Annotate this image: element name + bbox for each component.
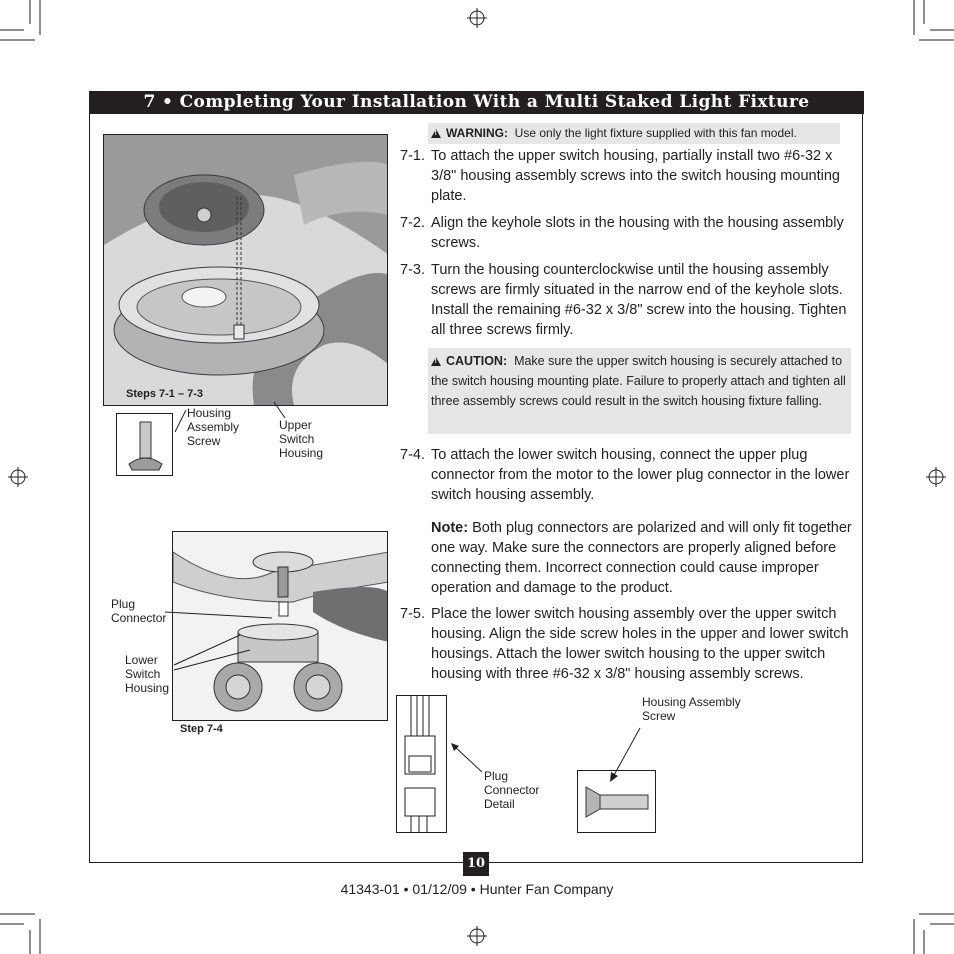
step-text: Place the lower switch housing assembly …: [431, 606, 849, 682]
caution-icon: [431, 357, 441, 366]
lower-switch-label: Lower Switch Housing: [125, 653, 170, 695]
upper-switch-housing-illustration: [104, 135, 387, 405]
warning-label: WARNING:: [446, 126, 508, 140]
plug-connector-label: Plug Connector: [111, 597, 167, 625]
figure-2-caption: Step 7-4: [180, 723, 223, 735]
figure-2-leader-lines: [164, 611, 273, 671]
step-number: 7-1.: [400, 148, 425, 164]
step-number: 7-3.: [400, 262, 425, 278]
plug-connector-icon: [404, 696, 436, 832]
step-7-2: 7-2. Align the keyhole slots in the hous…: [400, 213, 855, 253]
housing-screw-side-icon: [585, 786, 649, 818]
screw-detail-image: [116, 413, 173, 476]
housing-screw-icon: [128, 421, 163, 471]
warning-text: Use only the light fixture supplied with…: [514, 126, 797, 140]
step-7-4: 7-4. To attach the lower switch housing,…: [400, 445, 855, 505]
step-text: To attach the upper switch housing, part…: [431, 148, 840, 204]
step-text: Turn the housing counterclockwise until …: [431, 262, 847, 338]
figure-1-leader-lines: [174, 401, 286, 433]
caution-box: CAUTION: Make sure the upper switch hous…: [428, 348, 851, 434]
step-text: To attach the lower switch housing, conn…: [431, 447, 850, 503]
plug-detail-label: Plug Connector Detail: [484, 769, 540, 811]
footer: 41343-01 • 01/12/09 • Hunter Fan Company: [340, 881, 614, 897]
plug-connector-detail-image: [396, 695, 447, 833]
section-title: 7 • Completing Your Installation With a …: [89, 91, 864, 114]
note-label: Note:: [431, 520, 469, 536]
figure-upper-switch-housing: [103, 134, 388, 406]
step-number: 7-4.: [400, 447, 425, 463]
housing-screw-label: Housing Assembly Screw: [187, 406, 240, 448]
note-text: Both plug connectors are polarized and w…: [431, 520, 852, 596]
figure-1-caption: Steps 7-1 – 7-3: [126, 388, 204, 400]
upper-switch-label: Upper Switch Housing: [279, 418, 324, 460]
figure-lower-switch-housing: [172, 531, 388, 721]
lower-switch-housing-illustration: [173, 532, 387, 720]
page-number: 10: [463, 852, 489, 876]
step-text: Align the keyhole slots in the housing w…: [431, 215, 844, 251]
step-7-1: 7-1. To attach the upper switch housing,…: [400, 146, 855, 206]
caution-text: Make sure the upper switch housing is se…: [431, 354, 846, 408]
step-number: 7-2.: [400, 215, 425, 231]
step-7-3: 7-3. Turn the housing counterclockwise u…: [400, 260, 855, 340]
plug-detail-arrow: [451, 743, 483, 773]
step-7-5: 7-5. Place the lower switch housing asse…: [400, 604, 855, 684]
warning-icon: [431, 129, 441, 138]
caution-label: CAUTION:: [446, 354, 508, 368]
housing-screw-label-2: Housing Assembly Screw: [642, 695, 741, 723]
housing-screw-arrow: [610, 727, 641, 782]
step-number: 7-5.: [400, 606, 425, 622]
warning-box: WARNING: Use only the light fixture supp…: [428, 123, 840, 144]
note-paragraph: Note: Both plug connectors are polarized…: [431, 518, 856, 598]
